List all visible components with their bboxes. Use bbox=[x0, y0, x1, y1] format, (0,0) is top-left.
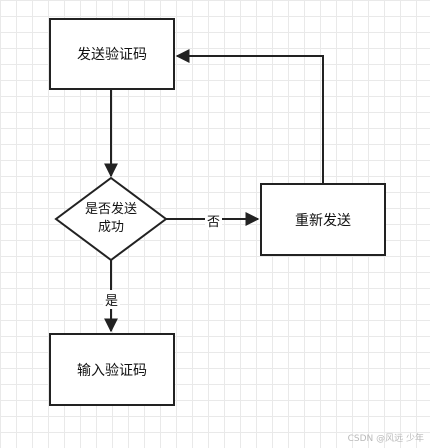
decision-label-line1: 是否发送 bbox=[84, 202, 137, 217]
node-input-code: 输入验证码 bbox=[49, 333, 175, 406]
node-resend: 重新发送 bbox=[260, 183, 386, 256]
watermark: CSDN @风远 少年 bbox=[347, 434, 424, 444]
edge-label-yes: 是 bbox=[103, 290, 121, 309]
edge-resend-to-send bbox=[175, 49, 324, 183]
node-input-code-label: 输入验证码 bbox=[77, 362, 147, 379]
edge-label-no: 否 bbox=[205, 211, 223, 230]
node-send-code-label: 发送验证码 bbox=[77, 47, 147, 63]
node-send-code: 发送验证码 bbox=[49, 18, 175, 90]
decision-label: 是否发送 成功 bbox=[62, 198, 160, 240]
decision-label-line2: 成功 bbox=[97, 220, 124, 235]
node-resend-label: 重新发送 bbox=[295, 212, 351, 229]
